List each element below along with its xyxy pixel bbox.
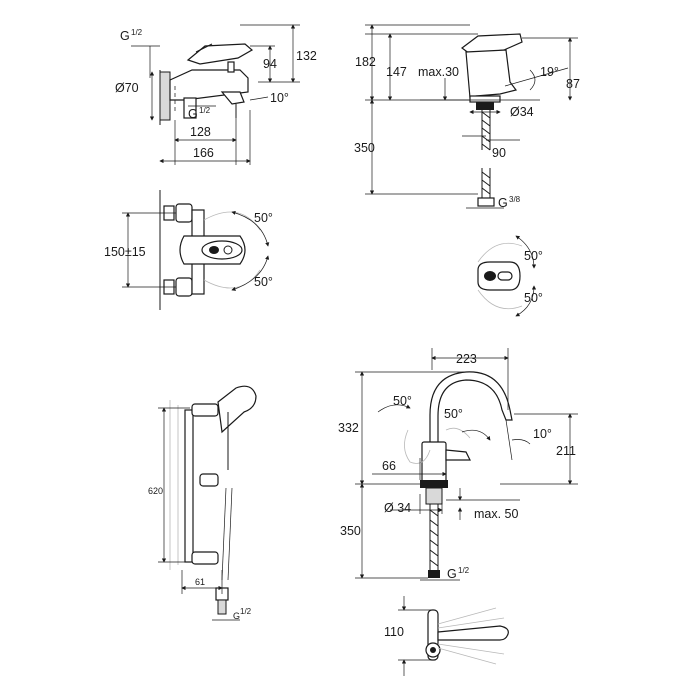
dim-max-30: max.30	[418, 65, 459, 79]
dim-94: 94	[263, 57, 277, 71]
dim-diam-34-top: Ø34	[510, 105, 534, 119]
bath-mixer-side-view: 94 132 G 1/2 Ø70 G 1/2 10° 128 166	[115, 24, 317, 165]
dim-g-half-mid-frac: 1/2	[199, 106, 211, 115]
dim-50-deg-c: 50°	[524, 249, 543, 263]
dim-10-deg-top: 10°	[270, 91, 289, 105]
dim-211: 211	[556, 444, 576, 458]
dim-g-half-shower-frac: 1/2	[240, 607, 252, 616]
dim-66: 66	[382, 459, 396, 473]
dim-diam-34-bottom: Ø 34	[384, 501, 411, 515]
dim-147: 147	[386, 65, 407, 79]
dim-g-three-eighths-frac: 3/8	[509, 195, 521, 204]
dim-90: 90	[492, 146, 506, 160]
dim-50-deg-d: 50°	[524, 291, 543, 305]
dim-50-deg-e: 50°	[393, 394, 412, 408]
dim-150: 150±15	[104, 245, 146, 259]
shower-rail-set: 620 61 G 1/2	[148, 385, 257, 621]
dim-10-deg-bottom: 10°	[533, 427, 552, 441]
dim-620: 620	[148, 486, 163, 496]
dim-g-half-mid: G	[188, 107, 198, 121]
dim-diam-70: Ø70	[115, 81, 139, 95]
dim-166: 166	[193, 146, 214, 160]
dim-132: 132	[296, 49, 317, 63]
dim-max-50: max. 50	[474, 507, 519, 521]
dim-110: 110	[384, 625, 404, 639]
dim-223: 223	[456, 352, 477, 366]
dim-350-top: 350	[354, 141, 375, 155]
dim-50-deg-b: 50°	[254, 275, 273, 289]
dim-g-half-kitchen-frac: 1/2	[458, 566, 470, 575]
dim-182: 182	[355, 55, 376, 69]
dim-128: 128	[190, 125, 211, 139]
dim-50-deg-a: 50°	[254, 211, 273, 225]
dim-350-bottom: 350	[340, 524, 361, 538]
dim-50-deg-f: 50°	[444, 407, 463, 421]
dim-g-half-shower: G	[233, 611, 240, 621]
kitchen-mixer-side-view: 223 50° 50° 10° 332 211 66 Ø 34 m	[338, 348, 578, 581]
basin-mixer-top-view: 50° 50°	[477, 235, 543, 317]
dim-g-half-kitchen: G	[447, 567, 457, 581]
dim-61: 61	[195, 577, 205, 587]
bath-mixer-front-view: 50° 50° 150±15	[104, 190, 273, 310]
basin-mixer-side-view: 182 147 max.30 19° 87 Ø34 350 90 G 3/8	[354, 24, 580, 210]
dim-332: 332	[338, 421, 359, 435]
dim-g-half-top: G	[120, 29, 130, 43]
dim-g-three-eighths: G	[498, 196, 508, 210]
dim-g-half-top-frac: 1/2	[131, 28, 143, 37]
dim-87: 87	[566, 77, 580, 91]
dim-19-deg: 19°	[540, 65, 559, 79]
kitchen-mixer-top-view: 110	[384, 596, 509, 676]
